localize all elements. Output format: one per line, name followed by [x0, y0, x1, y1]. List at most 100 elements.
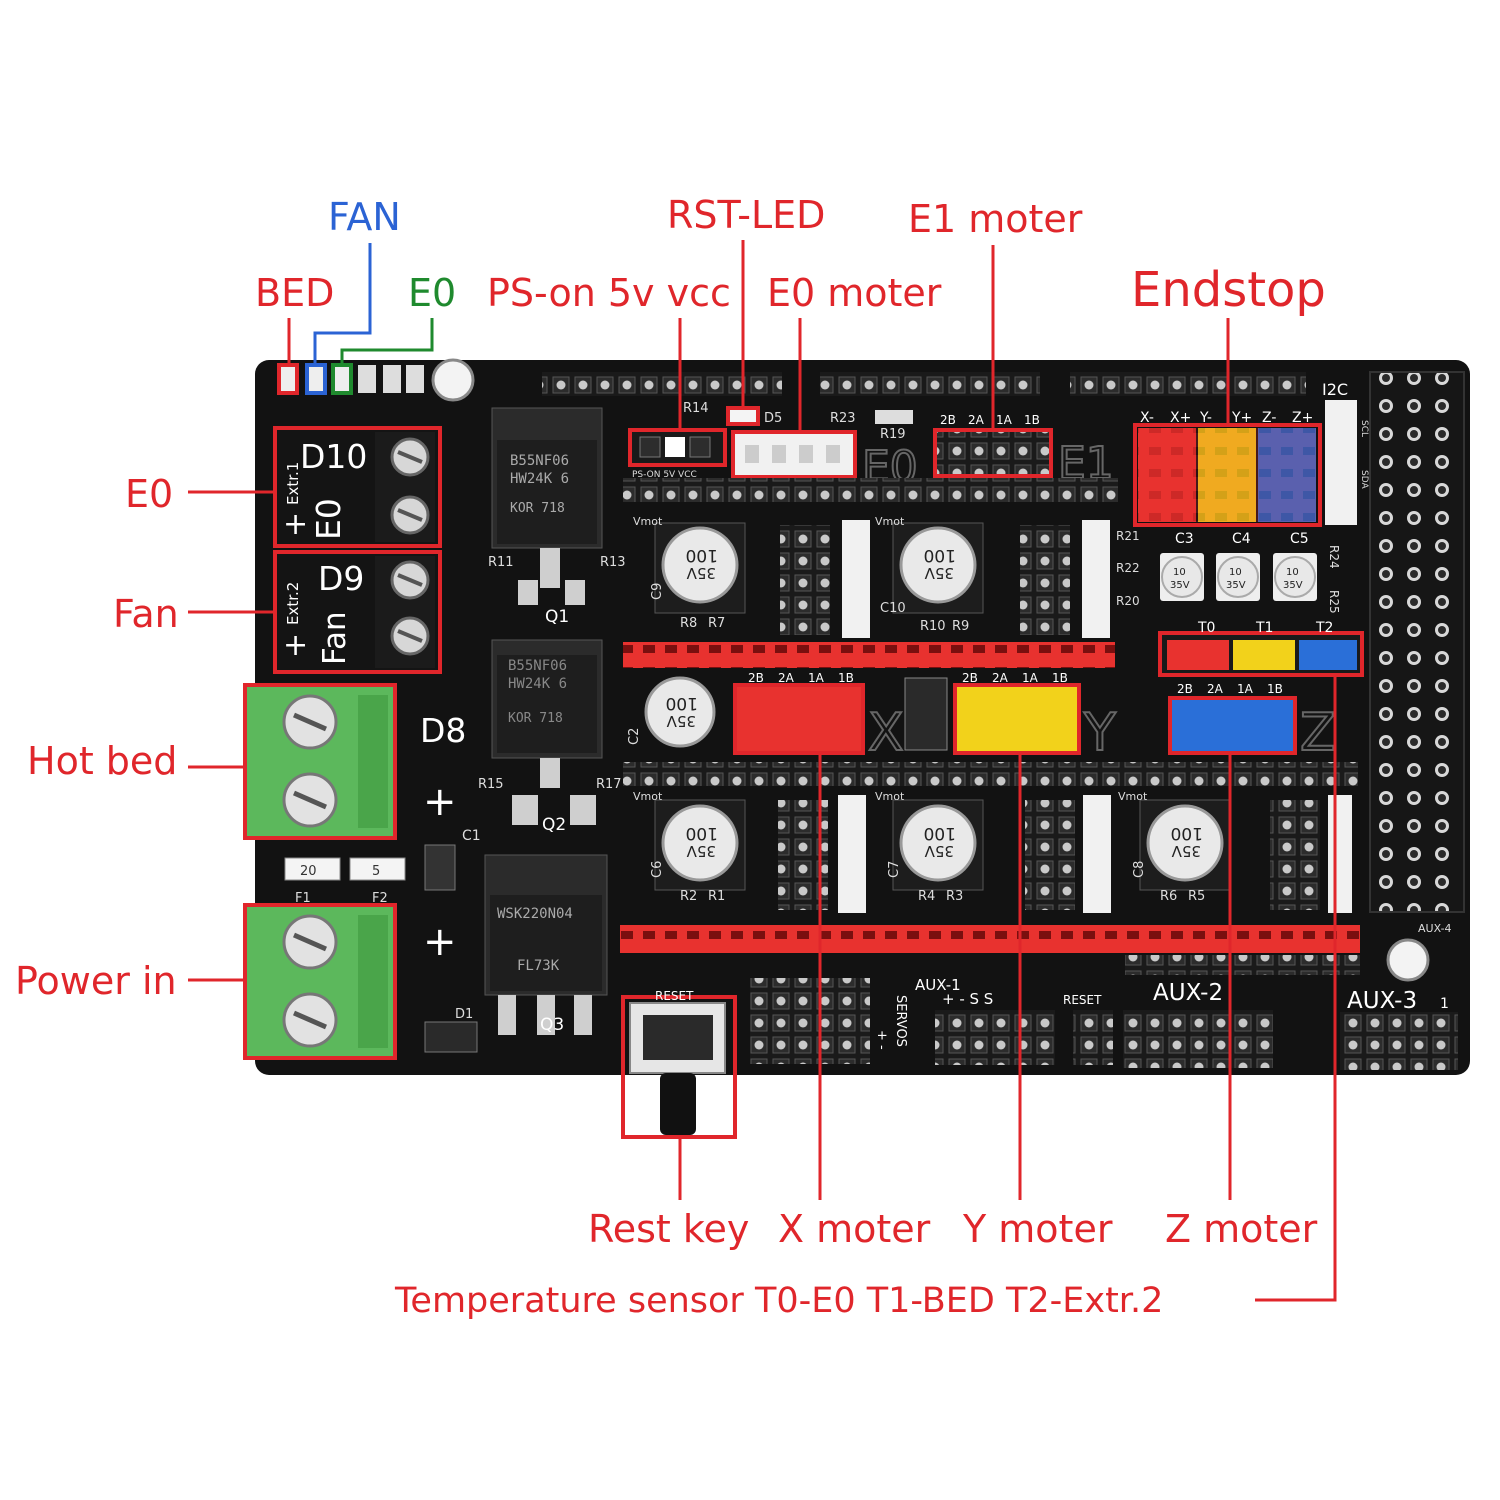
- mounting-hole: [431, 358, 475, 402]
- terminal-label-d10: D10: [300, 437, 367, 476]
- endstop-z-minus: Z-: [1262, 410, 1276, 426]
- aux1-header: [935, 1010, 1055, 1065]
- y-pin-2b: 2B: [962, 671, 978, 685]
- r21-label: R21: [1116, 529, 1140, 543]
- e1-pin-1b: 1B: [1024, 413, 1040, 427]
- c8-label: C8: [1132, 861, 1147, 878]
- reset-button[interactable]: [629, 1002, 726, 1135]
- mosfet-q2-marking: B55NF06: [508, 658, 567, 674]
- capacitor-y-driver: 100 35V: [892, 799, 984, 891]
- cap-voltage: 35V: [686, 842, 716, 860]
- aux4-label: AUX-4: [1418, 922, 1452, 935]
- terminal-label-fan: Fan: [317, 611, 353, 665]
- capacitor-e1-driver: 100 35V: [892, 522, 984, 614]
- label-z-moter: Z moter: [1165, 1207, 1318, 1251]
- c5-value: 10: [1286, 567, 1299, 578]
- r25-label: R25: [1327, 590, 1341, 614]
- aux1-label: AUX-1: [915, 976, 961, 994]
- thermistor-header: [1158, 631, 1364, 677]
- c4-label: C4: [1232, 531, 1251, 547]
- aux2-header: [1123, 1010, 1273, 1068]
- c2-label: C2: [627, 728, 642, 745]
- red-socket-lower: [620, 925, 1360, 953]
- aux4-header: [1370, 372, 1464, 912]
- rst-led-component: [726, 406, 760, 426]
- cap-voltage: 35V: [924, 564, 954, 582]
- label-fan: FAN: [328, 195, 401, 239]
- e1-pin-2b: 2B: [940, 413, 956, 427]
- r19-label: R19: [880, 427, 906, 442]
- terminal-label-extr2: Extr.2: [284, 582, 302, 625]
- r6-label: R6: [1160, 889, 1177, 904]
- endstop-x-minus: X-: [1140, 410, 1154, 426]
- capacitor-c3: 10 35V: [1160, 553, 1204, 601]
- vmot-label: Vmot: [875, 790, 905, 803]
- z-pin-2b: 2B: [1177, 682, 1193, 696]
- c7-label: C7: [887, 861, 902, 878]
- r11-label: R11: [488, 555, 514, 570]
- label-bed: BED: [255, 271, 335, 315]
- x-pin-2a: 2A: [778, 671, 795, 685]
- label-ps-on: PS-on 5v vcc: [487, 271, 731, 315]
- fuse-f1-value: 20: [300, 864, 317, 879]
- i2c-label: I2C: [1322, 380, 1348, 399]
- mosfet-q1: B55NF06 HW24K 6 KOR 718: [491, 407, 603, 605]
- y-pin-2a: 2A: [992, 671, 1009, 685]
- mosfet-q3-marking: WSK220N04: [497, 906, 573, 922]
- fuse-f1: [284, 857, 341, 881]
- microstep-jumpers-e0: [780, 525, 830, 635]
- terminal-label-d8: D8: [420, 711, 466, 750]
- endstop-x-plus: X+: [1170, 410, 1191, 426]
- sda-label: SDA: [1359, 470, 1369, 489]
- capacitor-c5: 10 35V: [1273, 553, 1317, 601]
- t2-label: T2: [1315, 620, 1333, 636]
- endstop-y-minus: Y-: [1199, 410, 1212, 426]
- cap-value: 100: [686, 823, 718, 843]
- r24-label: R24: [1327, 545, 1341, 569]
- capacitor-e0-driver: 100 35V: [654, 522, 746, 614]
- cap-value: 100: [1171, 823, 1203, 843]
- mosfet-q1-marking: B55NF06: [510, 453, 569, 469]
- label-e0-moter: E0 moter: [767, 271, 942, 315]
- axis-x-silk: X: [868, 703, 904, 763]
- r20-label: R20: [1116, 594, 1140, 608]
- aux1-pins-label: + - S S: [942, 990, 993, 1008]
- cap-value: 100: [924, 545, 956, 565]
- c4-voltage: 35V: [1226, 580, 1246, 591]
- vmot-label: Vmot: [633, 790, 663, 803]
- driver-socket-top-e1: [873, 478, 1118, 502]
- aux3-pin1-label: 1: [1440, 996, 1449, 1012]
- fuse-f2-value: 5: [372, 864, 380, 879]
- z-motor-header: [1170, 698, 1295, 753]
- microstep-jumpers-z: [1270, 800, 1320, 910]
- x-pin-1b: 1B: [838, 671, 854, 685]
- cap-voltage: 35V: [1171, 842, 1201, 860]
- t0-label: T0: [1197, 620, 1215, 636]
- i2c-header: [1325, 400, 1357, 525]
- mosfet-q3: WSK220N04 FL73K: [484, 854, 608, 1035]
- label-rst-led: RST-LED: [667, 193, 826, 237]
- top-header-2: [820, 372, 1040, 396]
- mosfet-q2-code: HW24K 6: [508, 676, 567, 692]
- leader-lines: [188, 240, 1337, 1302]
- r4-label: R4: [918, 889, 935, 904]
- axis-z-silk: Z: [1300, 703, 1336, 763]
- c10-label: C10: [880, 601, 906, 616]
- label-y-moter: Y moter: [963, 1207, 1113, 1251]
- terminal-plus-3: +: [423, 779, 457, 825]
- c9-label: C9: [650, 583, 665, 600]
- mosfet-q2-kor: KOR 718: [508, 711, 563, 726]
- reset-header: [1073, 1010, 1113, 1065]
- aux2-label: AUX-2: [1153, 980, 1223, 1006]
- c3-label: C3: [1175, 531, 1194, 547]
- q2-label: Q2: [542, 815, 566, 835]
- r17-label: R17: [596, 777, 622, 792]
- z-pin-1b: 1B: [1267, 682, 1283, 696]
- c6-label: C6: [650, 861, 665, 878]
- y-pin-1a: 1A: [1022, 671, 1039, 685]
- servo-side-label: + -: [874, 1030, 889, 1050]
- driver-socket-top-e0: [623, 478, 873, 502]
- endstop-z-plus: Z+: [1292, 410, 1313, 426]
- r22-label: R22: [1116, 561, 1140, 575]
- capacitor-x-driver: 100 35V: [654, 799, 746, 891]
